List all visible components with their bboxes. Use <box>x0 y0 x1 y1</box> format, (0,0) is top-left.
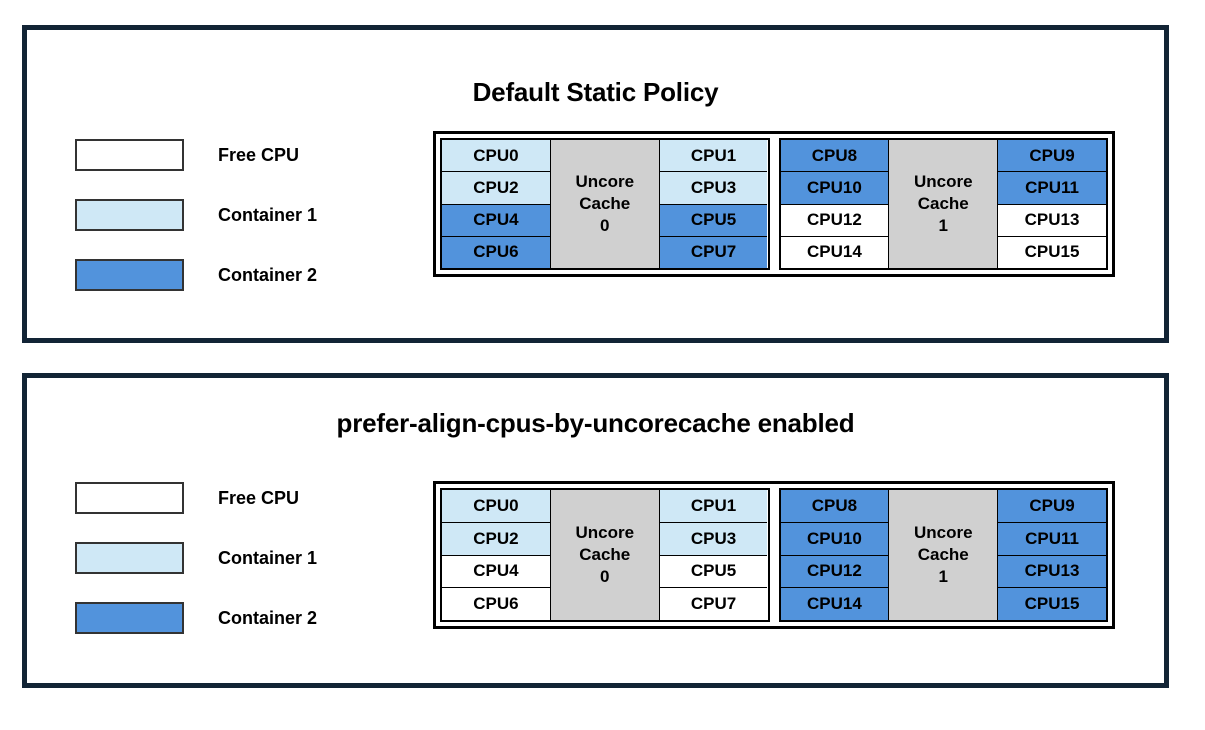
uncore-cache-line-2: Cache <box>917 545 969 565</box>
legend: Free CPU Container 1 Container 2 <box>75 468 317 648</box>
uncore-cache-index: 0 <box>600 215 610 235</box>
cpu-cell: CPU13 <box>998 555 1106 589</box>
socket-uncore-cache-0: CPU0 CPU2 CPU4 CPU6 Uncore Cache 0 CPU1 … <box>440 138 770 270</box>
legend-label: Container 1 <box>218 547 318 568</box>
socket-uncore-cache-1: CPU8 CPU10 CPU12 CPU14 Uncore Cache 1 CP… <box>778 488 1108 622</box>
cpu-cell: CPU0 <box>442 490 550 523</box>
legend-label: Container 2 <box>218 264 318 285</box>
cpu-cell: CPU10 <box>780 522 889 556</box>
cpu-cell: CPU2 <box>442 522 550 556</box>
cpu-cell: CPU15 <box>998 236 1106 268</box>
cpu-cell: CPU13 <box>998 204 1106 237</box>
cpu-cell: CPU14 <box>780 588 889 620</box>
panel-title: prefer-align-cpus-by-uncorecache enabled <box>336 408 855 438</box>
uncore-cache-line-1: Uncore <box>575 172 635 192</box>
cpu-cell: CPU4 <box>442 555 550 589</box>
cpu-topology-grid: CPU0 CPU2 CPU4 CPU6 Uncore Cache 0 CPU1 … <box>433 481 1115 629</box>
cpu-cell: CPU6 <box>442 588 550 620</box>
legend-label: Free CPU <box>218 144 300 165</box>
legend-swatch-free-cpu <box>75 482 184 514</box>
cpu-column-right: CPU9 CPU11 CPU13 CPU15 <box>998 490 1106 620</box>
cpu-cell: CPU15 <box>998 588 1106 620</box>
uncore-cache-index: 1 <box>938 566 948 586</box>
cpu-cell: CPU6 <box>442 236 550 268</box>
cpu-column-left: CPU8 CPU10 CPU12 CPU14 <box>780 140 889 268</box>
legend-swatch-container-1 <box>75 542 184 574</box>
cpu-column-right: CPU1 CPU3 CPU5 CPU7 <box>659 140 768 268</box>
panel-title: Default Static Policy <box>472 77 719 107</box>
cpu-column-right: CPU9 CPU11 CPU13 CPU15 <box>998 140 1106 268</box>
legend-swatch-container-2 <box>75 602 184 634</box>
cpu-cell: CPU1 <box>659 490 768 523</box>
socket-uncore-cache-0: CPU0 CPU2 CPU4 CPU6 Uncore Cache 0 CPU1 … <box>440 488 770 622</box>
cpu-cell: CPU4 <box>442 204 550 237</box>
legend-label: Free CPU <box>218 487 300 508</box>
uncore-cache-block: Uncore Cache 1 <box>888 140 999 268</box>
uncore-cache-block: Uncore Cache 1 <box>888 490 999 620</box>
cpu-cell: CPU5 <box>659 555 768 589</box>
cpu-cell: CPU12 <box>780 204 889 237</box>
uncore-cache-line-1: Uncore <box>575 523 635 543</box>
cpu-cell: CPU9 <box>998 490 1106 523</box>
legend-item: Container 2 <box>75 588 317 648</box>
legend-item: Container 1 <box>75 528 317 588</box>
cpu-cell: CPU14 <box>780 236 889 268</box>
legend-item: Free CPU <box>75 125 317 185</box>
cpu-column-left: CPU0 CPU2 CPU4 CPU6 <box>442 490 550 620</box>
legend-item: Container 1 <box>75 185 317 245</box>
legend-swatch-free-cpu <box>75 139 184 171</box>
uncore-cache-index: 0 <box>600 566 610 586</box>
uncore-cache-block: Uncore Cache 0 <box>549 490 660 620</box>
cpu-cell: CPU10 <box>780 172 889 205</box>
cpu-cell: CPU11 <box>998 172 1106 205</box>
cpu-cell: CPU3 <box>659 172 768 205</box>
cpu-cell: CPU12 <box>780 555 889 589</box>
cpu-cell: CPU3 <box>659 522 768 556</box>
legend-item: Container 2 <box>75 245 317 305</box>
legend-label: Container 1 <box>218 204 318 225</box>
socket-uncore-cache-1: CPU8 CPU10 CPU12 CPU14 Uncore Cache 1 CP… <box>778 138 1108 270</box>
cpu-cell: CPU7 <box>659 588 768 620</box>
cpu-cell: CPU8 <box>780 490 889 523</box>
cpu-cell: CPU7 <box>659 236 768 268</box>
cpu-cell: CPU9 <box>998 140 1106 173</box>
cpu-cell: CPU8 <box>780 140 889 173</box>
legend-swatch-container-1 <box>75 199 184 231</box>
legend-label: Container 2 <box>218 607 318 628</box>
uncore-cache-line-2: Cache <box>917 194 969 214</box>
legend-item: Free CPU <box>75 468 317 528</box>
uncore-cache-line-1: Uncore <box>913 523 973 543</box>
cpu-topology-grid: CPU0 CPU2 CPU4 CPU6 Uncore Cache 0 CPU1 … <box>433 131 1115 277</box>
uncore-cache-line-2: Cache <box>579 194 631 214</box>
uncore-cache-line-2: Cache <box>579 545 631 565</box>
legend: Free CPU Container 1 Container 2 <box>75 125 317 305</box>
uncore-cache-line-1: Uncore <box>913 172 973 192</box>
cpu-column-right: CPU1 CPU3 CPU5 CPU7 <box>659 490 768 620</box>
uncore-cache-block: Uncore Cache 0 <box>549 140 660 268</box>
diagram-panel-prefer-align-cpus-by-uncorecache: prefer-align-cpus-by-uncorecache enabled… <box>22 373 1169 688</box>
cpu-cell: CPU2 <box>442 172 550 205</box>
uncore-cache-index: 1 <box>938 215 948 235</box>
cpu-cell: CPU11 <box>998 522 1106 556</box>
cpu-cell: CPU0 <box>442 140 550 173</box>
cpu-cell: CPU5 <box>659 204 768 237</box>
diagram-panel-default-static-policy: Default Static Policy Free CPU Container… <box>22 25 1169 343</box>
legend-swatch-container-2 <box>75 259 184 291</box>
cpu-column-left: CPU0 CPU2 CPU4 CPU6 <box>442 140 550 268</box>
cpu-column-left: CPU8 CPU10 CPU12 CPU14 <box>780 490 889 620</box>
cpu-cell: CPU1 <box>659 140 768 173</box>
